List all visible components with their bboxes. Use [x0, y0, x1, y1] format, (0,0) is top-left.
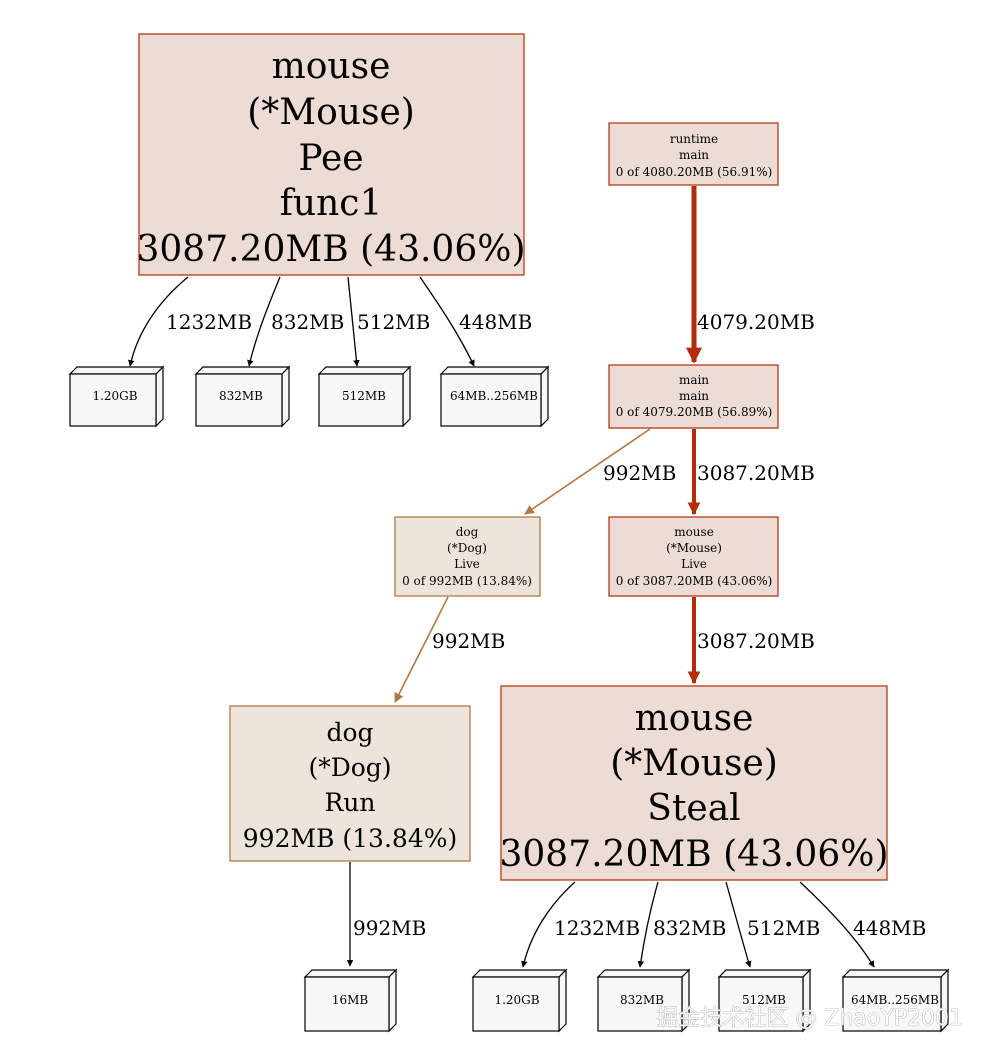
- node-runtime-main[interactable]: runtime main 0 of 4080.20MB (56.91%): [608, 122, 779, 186]
- edge-label-main-to-mouse-live: 3087.20MB: [697, 461, 815, 485]
- node-line: (*Mouse): [610, 743, 778, 784]
- watermark-text: 掘金技术社区 @ ZhaoYP2001: [656, 1006, 963, 1031]
- node-line: 0 of 3087.20MB (43.06%): [616, 574, 773, 588]
- edge-dog-live-to-run: [394, 596, 449, 703]
- node-main-main[interactable]: main main 0 of 4079.20MB (56.89%): [608, 364, 779, 429]
- alloc-box-pee-64mb-256mb[interactable]: 64MB..256MB: [439, 365, 550, 428]
- node-line: 0 of 992MB (13.84%): [402, 574, 532, 588]
- alloc-box-label: 64MB..256MB: [450, 389, 538, 403]
- alloc-box-run-16mb[interactable]: 16MB: [303, 968, 398, 1033]
- alloc-box-label: 1.20GB: [494, 993, 539, 1007]
- node-line: main: [679, 373, 709, 387]
- edge-label-steal-512mb: 512MB: [747, 916, 820, 940]
- node-line: (*Dog): [447, 541, 487, 555]
- edge-label-run-16mb: 992MB: [353, 916, 426, 940]
- node-line: main: [679, 148, 709, 162]
- node-line: 3087.20MB (43.06%): [500, 834, 889, 875]
- node-line: 0 of 4079.20MB (56.89%): [616, 405, 773, 419]
- node-mouse-live[interactable]: mouse (*Mouse) Live 0 of 3087.20MB (43.0…: [608, 516, 779, 597]
- edge-pee-to-1-20gb: [128, 276, 189, 367]
- node-line: 3087.20MB (43.06%): [137, 229, 526, 270]
- edge-pee-to-512mb: [347, 276, 360, 367]
- alloc-box-label: 512MB: [742, 993, 786, 1007]
- node-line: 992MB (13.84%): [243, 824, 457, 853]
- node-line: Run: [324, 788, 375, 817]
- edges: [128, 186, 875, 968]
- node-line: mouse: [674, 525, 714, 539]
- edge-label-pee-832mb: 832MB: [271, 310, 344, 334]
- edge-label-steal-64mb: 448MB: [853, 916, 926, 940]
- edge-label-pee-512mb: 512MB: [357, 310, 430, 334]
- alloc-box-label: 512MB: [342, 389, 386, 403]
- edge-label-mouse-live-to-steal: 3087.20MB: [697, 629, 815, 653]
- alloc-box-pee-512mb[interactable]: 512MB: [317, 365, 412, 428]
- node-line: mouse: [272, 46, 391, 87]
- alloc-box-pee-832mb[interactable]: 832MB: [194, 365, 291, 428]
- edge-steal-to-832mb: [637, 881, 659, 968]
- node-line: Pee: [298, 138, 363, 179]
- alloc-box-label: 1.20GB: [92, 389, 137, 403]
- edge-pee-to-832mb: [247, 276, 281, 367]
- alloc-box-label: 16MB: [332, 993, 369, 1007]
- node-line: (*Mouse): [666, 541, 722, 555]
- edge-steal-to-1-20gb: [521, 881, 576, 968]
- edge-steal-to-64mb: [799, 881, 875, 968]
- edge-label-steal-1-20gb: 1232MB: [554, 916, 640, 940]
- edge-steal-to-512mb: [725, 881, 752, 968]
- edge-label-main-to-dog-live: 992MB: [603, 461, 676, 485]
- edge-label-dog-live-to-run: 992MB: [432, 629, 505, 653]
- node-mouse-pee-func1[interactable]: mouse (*Mouse) Pee func1 3087.20MB (43.0…: [137, 33, 526, 276]
- edge-label-runtime-to-main: 4079.20MB: [697, 310, 815, 334]
- node-line: Live: [454, 557, 480, 571]
- node-line: dog: [326, 718, 373, 747]
- node-dog-run[interactable]: dog (*Dog) Run 992MB (13.84%): [229, 705, 471, 862]
- node-line: runtime: [670, 132, 718, 146]
- edge-main-to-dog-live: [524, 428, 651, 515]
- edge-label-pee-1-20gb: 1232MB: [166, 310, 252, 334]
- node-line: main: [679, 389, 709, 403]
- alloc-box-steal-832mb[interactable]: 832MB: [596, 968, 691, 1033]
- node-line: Steal: [647, 788, 740, 829]
- edge-label-steal-832mb: 832MB: [653, 916, 726, 940]
- edge-labels: 1232MB 832MB 512MB 448MB 4079.20MB 992MB…: [166, 310, 926, 940]
- alloc-box-label: 832MB: [219, 389, 263, 403]
- node-line: (*Dog): [308, 753, 391, 782]
- node-line: (*Mouse): [247, 92, 415, 133]
- node-dog-live[interactable]: dog (*Dog) Live 0 of 992MB (13.84%): [394, 516, 541, 597]
- alloc-box-label: 832MB: [620, 993, 664, 1007]
- alloc-box-pee-1-20gb[interactable]: 1.20GB: [68, 365, 165, 428]
- alloc-box-steal-1-20gb[interactable]: 1.20GB: [471, 968, 568, 1033]
- alloc-box-steal-64mb-256mb[interactable]: 64MB..256MB: [841, 968, 950, 1033]
- edge-label-pee-64mb: 448MB: [459, 310, 532, 334]
- alloc-box-steal-512mb[interactable]: 512MB: [717, 968, 812, 1033]
- node-mouse-steal[interactable]: mouse (*Mouse) Steal 3087.20MB (43.06%): [500, 685, 889, 881]
- edge-pee-to-64mb: [419, 276, 475, 367]
- node-line: dog: [456, 525, 479, 539]
- node-line: Live: [681, 557, 707, 571]
- node-line: func1: [280, 183, 383, 224]
- alloc-box-label: 64MB..256MB: [851, 993, 939, 1007]
- node-line: 0 of 4080.20MB (56.91%): [616, 165, 773, 179]
- node-line: mouse: [635, 698, 754, 739]
